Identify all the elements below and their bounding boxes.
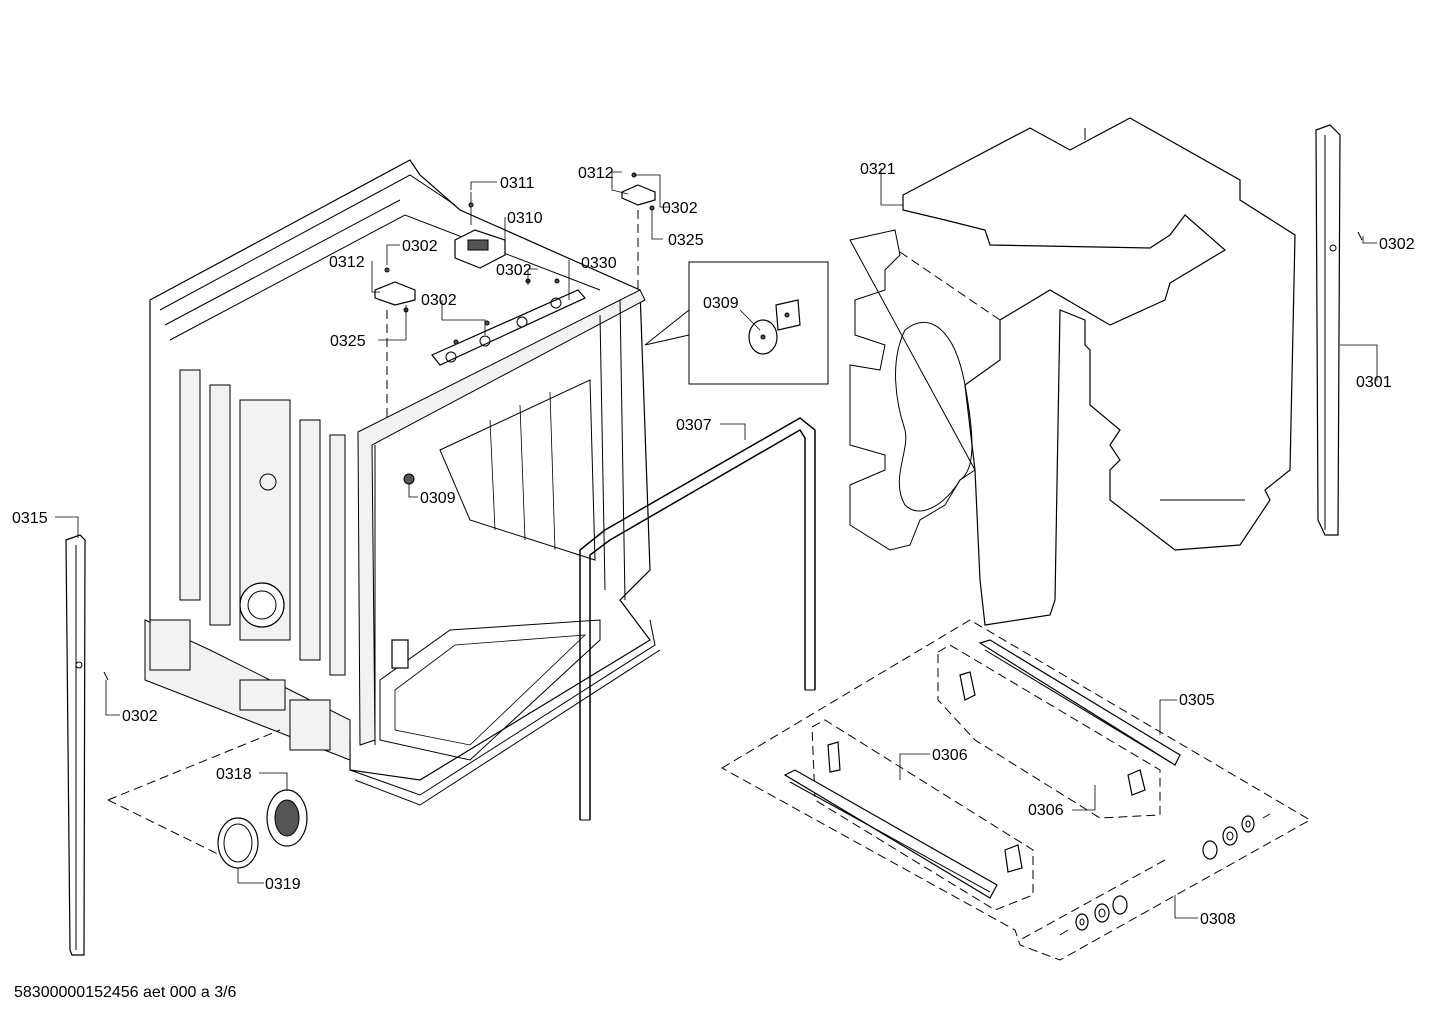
rail-0305 (978, 639, 1181, 766)
callout-0302-left-trim: 0302 (122, 708, 158, 725)
leader-lines (55, 168, 1378, 919)
side-trim-0301 (1315, 124, 1341, 536)
clip-0306-b (827, 741, 841, 773)
bracket-0312-left (374, 281, 416, 306)
detail-inset-0309 (644, 261, 829, 385)
callout-labels: 0311 0310 0312 0302 0325 0312 0302 0302 … (12, 161, 1415, 928)
callout-0319: 0319 (265, 876, 301, 893)
callout-0309-tub: 0309 (420, 490, 456, 507)
callout-0310: 0310 (507, 210, 543, 227)
callout-0312-right: 0312 (578, 165, 614, 182)
mounting-hardware (720, 619, 1312, 961)
callout-0325-right: 0325 (668, 232, 704, 249)
callout-0306-lower: 0306 (1028, 802, 1064, 819)
rail-front (783, 769, 998, 899)
callout-0309-inset: 0309 (703, 295, 739, 312)
callout-0302-rail-left: 0302 (421, 292, 457, 309)
side-rib-1 (179, 369, 201, 601)
bracket-0312-right (621, 184, 656, 206)
top-brackets (374, 172, 656, 420)
side-port (239, 582, 285, 628)
document-id: 58300000152456 aet 000 a 3/6 (14, 984, 237, 1001)
callout-0330: 0330 (581, 255, 617, 272)
callout-0318: 0318 (216, 766, 252, 783)
clip-0306-c (1127, 769, 1146, 796)
side-rib-4 (299, 419, 321, 661)
callout-0321: 0321 (860, 161, 896, 178)
callout-0301: 0301 (1356, 374, 1392, 391)
door-seal-0307 (579, 417, 816, 821)
callout-0315: 0315 (12, 510, 48, 527)
side-rib-5 (329, 434, 346, 676)
callout-0302-rail-right: 0302 (496, 262, 532, 279)
clip-0306-d (1004, 844, 1023, 873)
callout-0311: 0311 (500, 175, 535, 192)
grommet-0309 (403, 473, 415, 485)
callout-0312-left: 0312 (329, 254, 365, 271)
callout-0306-upper: 0306 (932, 747, 968, 764)
callout-0302-right-trim: 0302 (1379, 236, 1415, 253)
drain-parts (107, 729, 308, 869)
sump (391, 639, 409, 669)
side-rib-2 (209, 384, 231, 626)
callout-0302-top-right: 0302 (662, 200, 698, 217)
screws (103, 231, 1363, 681)
callout-0308: 0308 (1200, 911, 1236, 928)
callout-0305: 0305 (1179, 692, 1215, 709)
callout-0307: 0307 (676, 417, 712, 434)
insulation-blanket-0321 (849, 117, 1296, 626)
rail-0330 (431, 289, 586, 366)
side-trim-0315 (65, 534, 86, 956)
clip-0306-a (959, 671, 976, 701)
callout-0302-top-left: 0302 (402, 238, 438, 255)
callout-0325-left: 0325 (330, 333, 366, 350)
